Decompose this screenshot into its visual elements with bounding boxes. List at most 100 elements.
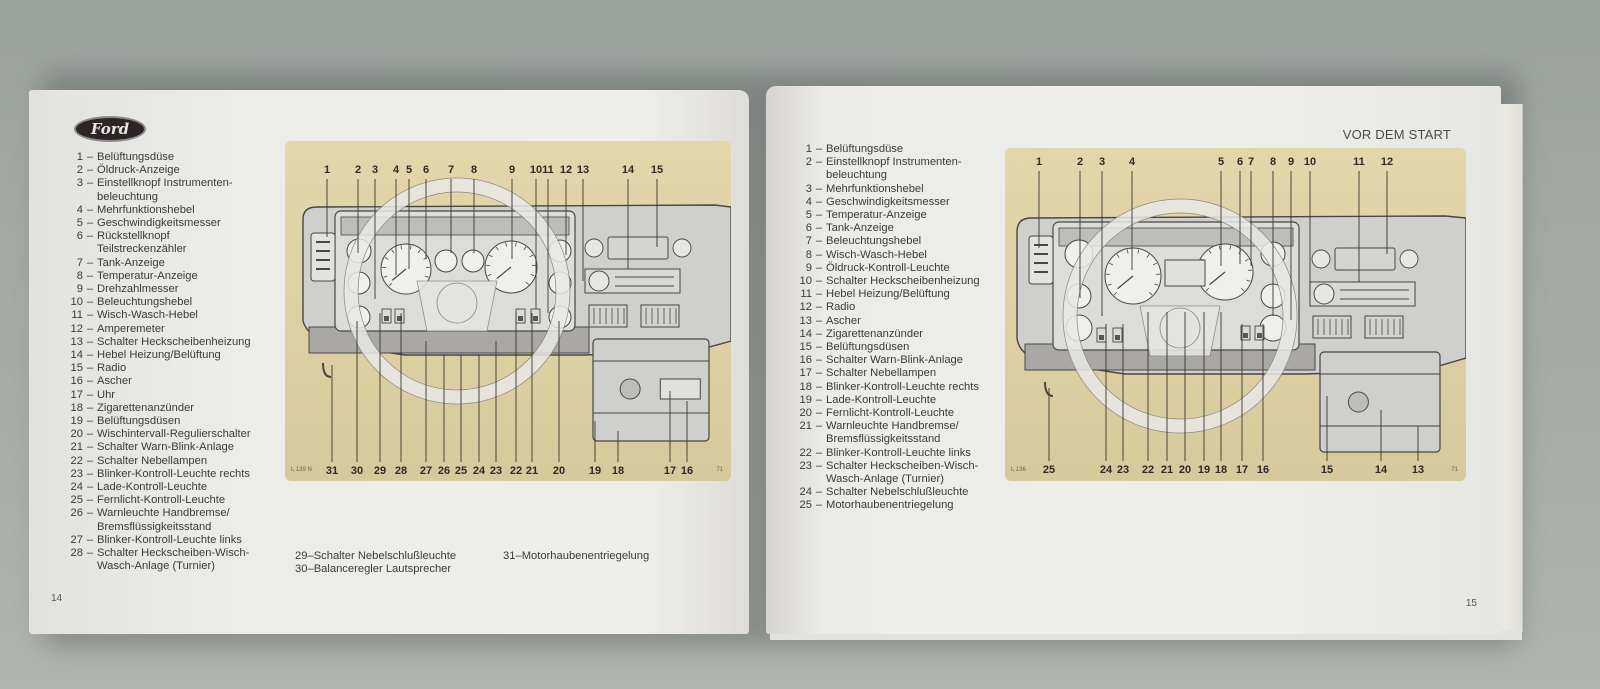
horn-pad: [436, 282, 478, 324]
legend-item: 23–Blinker-Kontroll-Leuchte rechts: [51, 468, 251, 481]
legend-text: Warnleuchte Handbremse/ Bremsflüssigkeit…: [97, 507, 230, 533]
gauge-tick: [1208, 250, 1212, 254]
legend-dash: –: [815, 222, 823, 235]
callout-number: 20: [553, 465, 565, 477]
gauge-tick: [409, 245, 412, 250]
callout-number: 10: [1304, 156, 1316, 168]
heater-knob: [588, 270, 610, 292]
legend-item: 7–Tank-Anzeige: [51, 257, 251, 270]
heater-knob: [1313, 283, 1335, 305]
legend-dash: –: [515, 550, 522, 562]
gauge-needle: [496, 266, 512, 280]
legend-number: 1: [76, 151, 83, 163]
legend-item: 10–Schalter Heckscheibenheizung: [780, 275, 980, 288]
legend-number: 30: [295, 563, 308, 576]
legend-text: Schalter Warn-Blink-Anlage: [97, 441, 234, 454]
gauge-tick: [1240, 287, 1245, 292]
legend-dash: –: [86, 217, 94, 230]
legend-item: 2–Einstellknopf Instrumenten- beleuchtun…: [780, 156, 980, 182]
radio-knob-right: [1399, 249, 1419, 269]
legend-item: 1–Belüftungsdüse: [780, 143, 980, 156]
cigarette-lighter: [1347, 391, 1369, 413]
legend-text: Tank-Anzeige: [97, 256, 165, 269]
legend-text: Drehzahlmesser: [97, 283, 179, 296]
callout-number: 18: [612, 465, 624, 477]
legend-text: Schalter Nebelschlußleuchte: [313, 550, 457, 562]
legend-dash: –: [86, 269, 94, 282]
legend-item: 4–Geschwindigkeitsmesser: [780, 196, 980, 209]
legend-dash: –: [815, 288, 823, 301]
legend-text: Einstellknopf Instrumenten- beleuchtung: [826, 156, 962, 182]
legend-dash: –: [86, 256, 94, 269]
legend-item: 10–Beleuchtungshebel: [51, 296, 251, 309]
legend-dash: –: [86, 177, 94, 190]
legend-number: 15: [70, 362, 83, 375]
radio: [1334, 247, 1396, 271]
legend-dash: –: [815, 499, 823, 512]
legend-item: 7–Beleuchtungshebel: [780, 235, 980, 248]
callout-number: 6: [423, 164, 429, 176]
legend-text: Zigarettenanzünder: [826, 327, 924, 340]
legend-item: 9–Drehzahlmesser: [51, 283, 251, 296]
gauge-tick: [1113, 291, 1118, 296]
legend-number: 24: [70, 481, 83, 494]
gauge-tick: [487, 273, 492, 277]
gauge-tick: [383, 275, 388, 278]
horn-pad: [1159, 307, 1201, 349]
legend-number: 7: [76, 256, 83, 269]
callout-number: 4: [1129, 156, 1136, 168]
gauge-tick: [1244, 258, 1249, 262]
callout-number: 23: [490, 465, 502, 477]
cigarette-lighter: [619, 378, 641, 400]
callout-number: 2: [1077, 156, 1083, 168]
legend-number: 27: [70, 533, 83, 546]
callout-number: 25: [1043, 464, 1055, 476]
legend-text: Fernlicht-Kontroll-Leuchte: [97, 494, 226, 507]
page-number-right: 15: [1465, 598, 1477, 609]
callout-number: 16: [681, 465, 693, 477]
switch-indicator: [384, 316, 389, 321]
legend-dash: –: [86, 362, 94, 375]
gauge-needle: [1209, 271, 1226, 286]
legend-dash: –: [86, 230, 94, 243]
gauge-tick: [1218, 245, 1221, 250]
callout-number: 27: [420, 465, 432, 477]
center-vent: [640, 304, 680, 328]
legend-dash: –: [86, 441, 94, 454]
gauge-tick: [1229, 245, 1232, 250]
legend-text: Ascher: [826, 314, 861, 327]
legend-dash: –: [86, 428, 94, 441]
steering-wheel-rim: [1063, 199, 1297, 433]
page-stack-bottom: [770, 630, 1522, 640]
legend-item: 17–Schalter Nebellampen: [780, 367, 980, 380]
gauge-tick: [424, 275, 429, 278]
legend-item: 5–Temperatur-Anzeige: [780, 209, 980, 222]
callout-number: 17: [664, 465, 676, 477]
legend-dash: –: [307, 550, 314, 562]
legend-number: 18: [799, 380, 812, 393]
legend-item: 24–Lade-Kontroll-Leuchte: [51, 481, 251, 494]
gauge-tick: [384, 257, 389, 260]
gauge-tick: [495, 246, 499, 251]
gauge-tick: [1152, 262, 1157, 266]
legend-item: 3–Mehrfunktionshebel: [780, 183, 980, 196]
legend-number: 25: [70, 494, 83, 507]
legend-number: 10: [70, 296, 83, 309]
legend-dash: –: [815, 143, 823, 155]
legend-number: 13: [799, 314, 812, 327]
callout-number: 10: [530, 164, 542, 176]
legend-item: 13–Ascher: [780, 315, 980, 328]
diagram-corner-mark: 71: [1451, 467, 1458, 473]
gauge-tick: [529, 254, 534, 258]
gauge-tick: [525, 281, 529, 285]
legend-number: 28: [70, 547, 83, 560]
legend-text: Balanceregler Lautsprecher: [313, 563, 452, 576]
callout-number: 9: [509, 164, 515, 176]
legend-dash: –: [815, 156, 823, 169]
legend-item: 31–Motorhaubenentriegelung: [503, 550, 649, 563]
legend-number: 11: [800, 288, 812, 301]
section-title: VOR DEM START: [1342, 127, 1451, 142]
callout-number: 12: [560, 164, 572, 176]
legend-item: 8–Temperatur-Anzeige: [51, 270, 251, 283]
callout-number: 18: [1215, 464, 1227, 476]
